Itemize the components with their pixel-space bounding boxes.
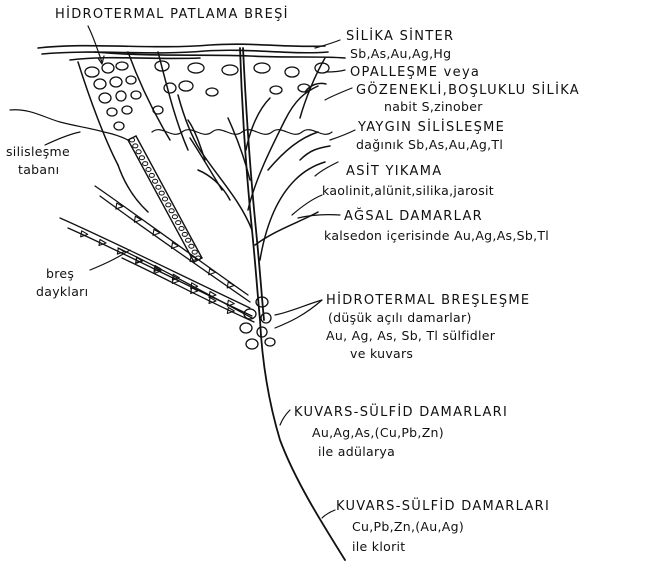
label-quartz-sulfide-upper-adularia: ile adülarya [318, 446, 395, 459]
dyke-clast [182, 232, 187, 236]
breccia-triangle-clasts [81, 203, 235, 313]
dyke-clast [136, 150, 141, 154]
triangle-clast [209, 269, 216, 275]
triangle-clast [209, 292, 216, 298]
silica-sinter-layers [38, 44, 345, 60]
dyke-clast [149, 173, 154, 177]
dyke-clast [192, 250, 197, 254]
dyke-clast [133, 144, 138, 148]
label-dendritic-veins-content: kalsedon içerisinde Au,Ag,As,Sb,Tl [324, 230, 549, 243]
label-brecciation-sulfides: Au, Ag, As, Sb, Tl sülfidler [326, 330, 495, 343]
dyke-clast [172, 215, 177, 219]
label-quartz-sulfide-lower-elements: Cu,Pb,Zn,(Au,Ag) [352, 521, 464, 534]
dyke-clast [153, 179, 158, 183]
label-quartz-sulfide-veins-upper: KUVARS-SÜLFİD DAMARLARI [294, 406, 508, 419]
triangle-clast [227, 300, 234, 306]
label-silica-sinter: SİLİKA SİNTER [346, 30, 454, 43]
label-widespread-silicification-elements: dağınık Sb,As,Au,Ag,Tl [356, 139, 503, 152]
dyke-clast [179, 227, 184, 231]
dyke-clast [166, 203, 171, 207]
label-quartz-sulfide-upper-elements: Au,Ag,As,(Cu,Pb,Zn) [312, 427, 444, 440]
triangle-clast [172, 243, 179, 249]
label-opalization: OPALLEŞME veya [350, 66, 480, 79]
label-hydrothermal-breccia: HİDROTERMAL PATLAMA BREŞİ [55, 8, 289, 21]
label-silica-sinter-elements: Sb,As,Au,Ag,Hg [350, 48, 451, 61]
label-porous-silica-minerals: nabit S,zinober [384, 101, 483, 114]
triangle-clast [227, 282, 234, 288]
triangle-clast [116, 203, 123, 209]
breccia-dyke-arms [60, 186, 254, 322]
label-brecciation-quartz: ve kuvars [350, 348, 413, 361]
dyke-clast [189, 244, 194, 248]
dyke-clast [176, 221, 181, 225]
dyke-clast [159, 191, 164, 195]
brecciation-clast-cluster [240, 297, 275, 349]
dyke-clast [169, 209, 174, 213]
dyke-clast [186, 238, 191, 242]
label-hydrothermal-brecciation: HİDROTERMAL BREŞLEŞME [326, 294, 530, 307]
label-widespread-silicification: YAYGIN SİLİSLEŞME [358, 121, 505, 134]
label-dendritic-veins: AĞSAL DAMARLAR [344, 210, 483, 223]
dyke-clast [143, 162, 148, 166]
label-quartz-sulfide-lower-chlorite: ile klorit [352, 541, 405, 554]
triangle-clast [134, 216, 141, 222]
dyke-clast [162, 197, 167, 201]
label-silicification-base-1: silisleşme [6, 146, 70, 159]
label-quartz-sulfide-veins-lower: KUVARS-SÜLFİD DAMARLARI [336, 500, 550, 513]
dyke-clast [156, 185, 161, 189]
breccia-dyke-fill [129, 138, 200, 260]
triangle-clast [153, 229, 160, 235]
dyke-clast [146, 168, 151, 172]
label-acid-leaching: ASİT YIKAMA [346, 165, 442, 178]
label-low-angle-veins: (düşük açılı damarlar) [328, 312, 472, 325]
label-porous-silica: GÖZENEKLİ,BOŞLUKLU SİLİKA [356, 84, 580, 97]
silicification-boundary [10, 110, 332, 140]
dendritic-veins [178, 83, 330, 260]
label-breccia-dykes-2: daykları [36, 286, 88, 299]
explosion-breccia-clasts [85, 62, 141, 130]
label-breccia-dykes-1: breş [46, 268, 74, 281]
leader-lines [45, 26, 355, 518]
dyke-clast [139, 156, 144, 160]
label-acid-leaching-minerals: kaolinit,alünit,silika,jarosit [322, 185, 494, 198]
label-silicification-base-2: tabanı [18, 164, 59, 177]
